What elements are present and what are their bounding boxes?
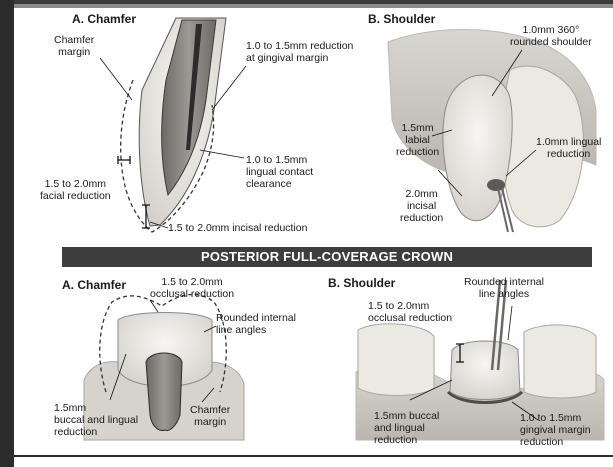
posterior-chamfer-title: A. Chamfer [62,278,126,292]
lingual-clearance-label: 1.0 to 1.5mm lingual contact clearance [246,154,313,190]
posterior-chamfer-pulp [146,353,182,430]
posterior-shoulder-rounded-label: Rounded internal line angles [464,276,544,300]
facial-reduction-label: 1.5 to 2.0mm facial reduction [40,178,111,202]
lingual-clearance-leader [200,150,244,158]
anterior-prepared-tooth [443,75,512,221]
posterior-rounded-angles-leader-b [508,306,512,340]
posterior-buccal-label: 1.5mm buccal and lingual reduction [54,402,138,438]
posterior-occlusal-label: 1.5 to 2.0mm occlusal reduction [150,276,234,300]
anterior-shoulder-title: B. Shoulder [368,12,435,26]
posterior-gingival-label: 1.0 to 1.5mm gingival margin reduction [520,412,591,448]
posterior-shoulder-title: B. Shoulder [328,276,395,290]
chamfer-margin-label: Chamfer margin [54,34,94,58]
shoulder-incisal-label: 2.0mm incisal reduction [400,188,443,224]
incisal-reduction-label: 1.5 to 2.0mm incisal reduction [168,222,307,234]
posterior-shoulder-right-tooth [524,325,596,398]
posterior-shoulder-left-tooth [358,324,434,396]
posterior-shoulder-buccal-label: 1.5mm buccal and lingual reduction [374,410,439,446]
posterior-banner-text: POSTERIOR FULL-COVERAGE CROWN [62,247,592,267]
labial-reduction-label: 1.5mm labial reduction [396,122,439,158]
anterior-chamfer-title: A. Chamfer [72,12,136,26]
anterior-chamfer-illustration [100,18,246,232]
posterior-shoulder-occlusal-label: 1.5 to 2.0mm occlusal reduction [368,300,452,324]
facial-reduction-marker [118,156,130,164]
rounded-shoulder-label: 1.0mm 360° rounded shoulder [510,24,592,48]
gingival-reduction-label: 1.0 to 1.5mm reduction at gingival margi… [246,40,353,64]
chamfer-margin-leader [100,58,132,100]
lingual-reduction-label: 1.0mm lingual reduction [536,136,601,160]
posterior-rounded-angles-label: Rounded internal line angles [216,312,296,336]
posterior-chamfer-margin-label: Chamfer margin [190,404,230,428]
